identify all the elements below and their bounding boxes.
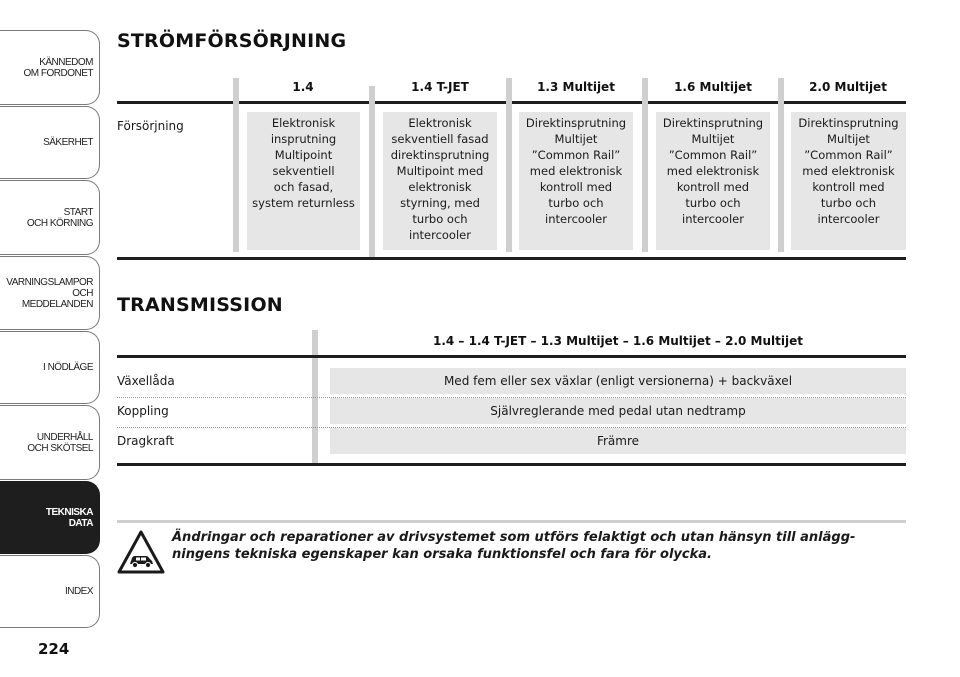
cell-1-4-tjet: Elektronisk sekventiell fasad direktinsp… (383, 112, 497, 250)
cell-1-3-multijet: Direktinsprutning Multijet ”Common Rail”… (519, 112, 633, 250)
warning-triangle-car-icon (117, 530, 165, 574)
tab-label: UNDERHÅLL OCH SKÖTSEL (27, 431, 93, 454)
warning-text: Ändringar och reparationer av drivsystem… (172, 530, 856, 562)
tab-kannedom-om-fordonet[interactable]: KÄNNEDOM OM FORDONET (0, 30, 100, 105)
cell-dragkraft: Främre (330, 428, 906, 454)
tab-label: KÄNNEDOM OM FORDONET (23, 56, 94, 79)
cell-2-0-multijet: Direktinsprutning Multijet ”Common Rail”… (791, 112, 906, 250)
page-number: 224 (38, 640, 70, 658)
row-label-koppling: Koppling (117, 404, 169, 418)
tab-label: I NÖDLÄGE (43, 362, 93, 373)
power-supply-heading: STRÖMFÖRSÖRJNING (117, 30, 347, 52)
column-separator (642, 78, 648, 252)
row-divider (117, 397, 906, 398)
tab-underhall-och-skotsel[interactable]: UNDERHÅLL OCH SKÖTSEL (0, 405, 100, 480)
tab-start-och-korning[interactable]: START OCH KÖRNING (0, 180, 100, 255)
column-separator (369, 86, 375, 258)
tab-label: TEKNISKA DATA (45, 506, 94, 529)
column-header-2-0-multijet: 2.0 Multijet (809, 80, 887, 94)
cell-koppling: Självreglerande med pedal utan nedtramp (330, 398, 906, 424)
row-divider (117, 427, 906, 428)
column-header-1-6-multijet: 1.6 Multijet (674, 80, 752, 94)
row-label-vaxellada: Växellåda (117, 374, 175, 388)
tab-label: VARNINGSLAMPOR OCH MEDDELANDEN (6, 276, 93, 310)
row-label-forsorjning: Försörjning (117, 119, 184, 133)
column-header-1-4-tjet: 1.4 T-JET (411, 80, 469, 94)
cell-1-6-multijet: Direktinsprutning Multijet ”Common Rail”… (656, 112, 770, 250)
transmission-bottom-rule (117, 463, 906, 466)
tab-index[interactable]: INDEX (0, 555, 100, 628)
transmission-column-header: 1.4 – 1.4 T-JET – 1.3 Multijet – 1.6 Mul… (433, 334, 803, 348)
tab-sakerhet[interactable]: SÄKERHET (0, 106, 100, 179)
column-separator (778, 78, 784, 252)
cell-vaxellada: Med fem eller sex växlar (enligt version… (330, 368, 906, 394)
tab-varningslampor-och-meddelanden[interactable]: VARNINGSLAMPOR OCH MEDDELANDEN (0, 256, 100, 330)
column-separator (233, 78, 239, 252)
transmission-top-rule (117, 355, 906, 358)
tab-i-nodlage[interactable]: I NÖDLÄGE (0, 331, 100, 404)
tab-label: START OCH KÖRNING (26, 206, 94, 229)
tab-label: INDEX (64, 586, 94, 597)
row-label-dragkraft: Dragkraft (117, 434, 175, 448)
column-header-1-3-multijet: 1.3 Multijet (537, 80, 615, 94)
tab-label: SÄKERHET (43, 137, 93, 148)
tab-tekniska-data[interactable]: TEKNISKA DATA (0, 481, 100, 554)
transmission-heading: TRANSMISSION (117, 294, 283, 316)
column-header-1-4: 1.4 (292, 80, 314, 94)
table-bottom-rule (117, 257, 906, 260)
warning-top-bar (117, 520, 906, 523)
cell-1-4: Elektronisk insprutning Multipoint sekve… (247, 112, 360, 250)
column-separator (312, 330, 318, 466)
column-separator (506, 78, 512, 252)
